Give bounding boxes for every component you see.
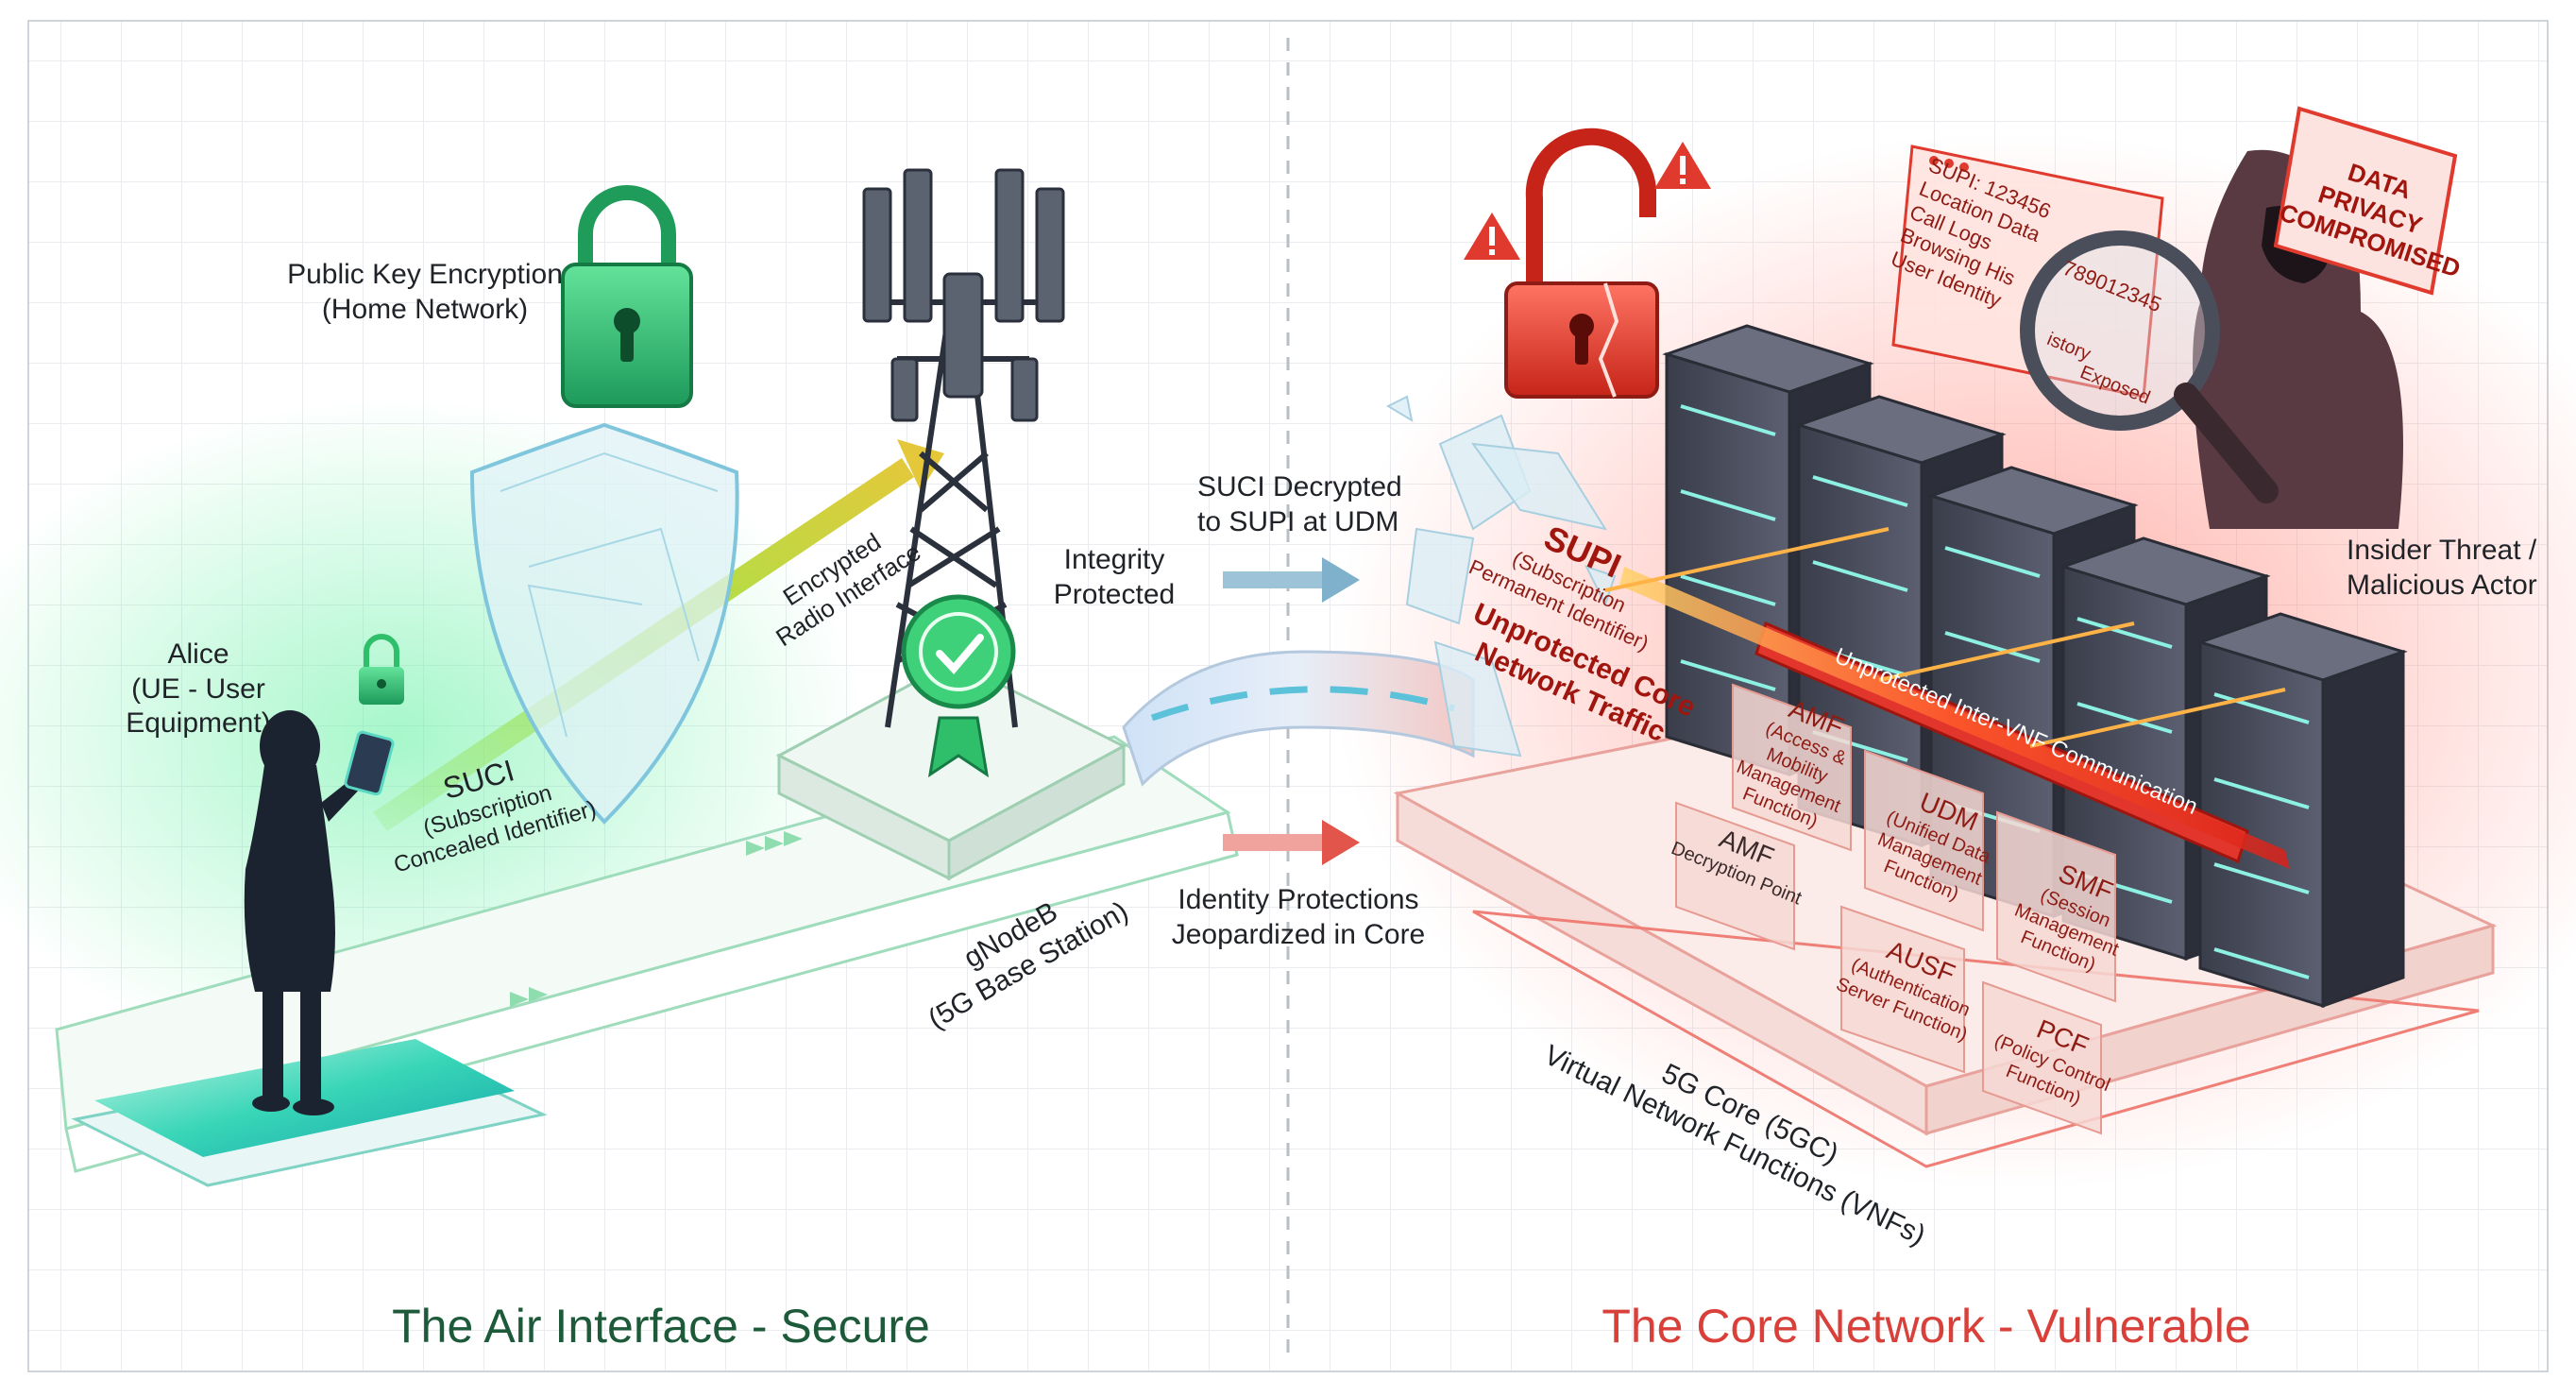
- uplink-chevrons: [510, 831, 803, 1007]
- identity-line1: Identity Protections: [1178, 884, 1419, 915]
- integrity-line2: Protected: [1053, 578, 1176, 610]
- alice-label: Alice (UE - User Equipment): [57, 638, 340, 741]
- integrity-line1: Integrity: [1063, 544, 1165, 575]
- insider-line2: Malicious Actor: [2347, 569, 2537, 601]
- core-network-title: The Core Network - Vulnerable: [1602, 1300, 2251, 1353]
- public-key-label: Public Key Encryption (Home Network): [283, 258, 567, 327]
- suci-decrypted-line2: to SUPI at UDM: [1197, 505, 1399, 537]
- alice-figure: [244, 710, 395, 1115]
- warning-icon: [1654, 142, 1711, 189]
- shield-icon: [469, 422, 739, 825]
- antenna-panels: [862, 168, 1065, 422]
- lock-closed-icon: [359, 634, 404, 705]
- check-badge-icon: [901, 594, 1016, 778]
- server-rack: [2195, 612, 2408, 1009]
- integrity-label: Integrity Protected: [1029, 543, 1199, 612]
- insider-threat-label: Insider Threat / Malicious Actor: [2347, 534, 2573, 603]
- privacy-stamp: [2273, 106, 2458, 296]
- suci-decrypted-line1: SUCI Decrypted: [1197, 471, 1402, 502]
- air-interface-title: The Air Interface - Secure: [392, 1300, 930, 1353]
- lock-open-icon: [1504, 128, 1659, 399]
- vnf-tiles: [1675, 683, 2116, 1135]
- warning-icon: [1464, 213, 1520, 260]
- identity-label: Identity Protections Jeopardized in Core: [1157, 883, 1440, 952]
- alice-role: (UE - User Equipment): [126, 672, 271, 740]
- insider-line1: Insider Threat /: [2347, 535, 2537, 566]
- identity-line2: Jeopardized in Core: [1171, 918, 1426, 950]
- inter-vnf-band: [1604, 527, 2290, 869]
- suci-decrypted-label: SUCI Decrypted to SUPI at UDM: [1197, 470, 1443, 539]
- public-key-line2: (Home Network): [321, 293, 529, 325]
- mid-arrow-blue: [1223, 557, 1360, 603]
- public-key-line1: Public Key Encryption: [287, 259, 563, 290]
- magnifier-icon: [2020, 230, 2279, 503]
- mid-arrow-red: [1223, 820, 1360, 865]
- alice-name: Alice: [167, 638, 229, 670]
- lock-closed-icon: [561, 185, 693, 408]
- leaked-data-panel: [1891, 145, 2164, 399]
